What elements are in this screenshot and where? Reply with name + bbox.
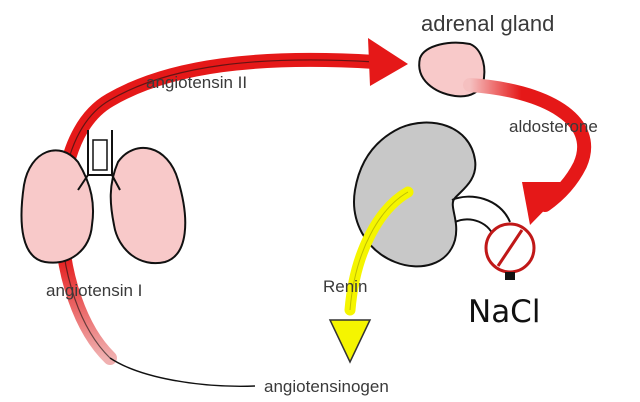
renin-label: Renin [323,277,367,296]
right-lung [111,148,186,263]
nacl-blocked-symbol [486,224,534,280]
aldosterone-arrowhead [522,182,572,225]
angiotensin-circulation-arrow [61,60,375,358]
trachea-lumen [93,140,107,170]
nacl-channel [505,272,515,280]
angiotensin-ii-arrowhead [368,38,408,86]
nacl-label: NaCl [468,294,540,330]
left-lung [22,150,94,262]
angiotensin-i-label: angiotensin I [46,281,142,300]
kidney-body [354,123,475,267]
aldosterone-label: aldosterone [509,117,598,136]
lungs [22,130,186,263]
angiotensinogen-label: angiotensinogen [264,377,389,396]
angiotensinogen-connector-line [110,358,255,386]
renin-arrowhead [330,320,370,362]
adrenal-gland-label: adrenal gland [421,11,554,36]
angiotensin-ii-label: angiotensin II [146,73,247,92]
